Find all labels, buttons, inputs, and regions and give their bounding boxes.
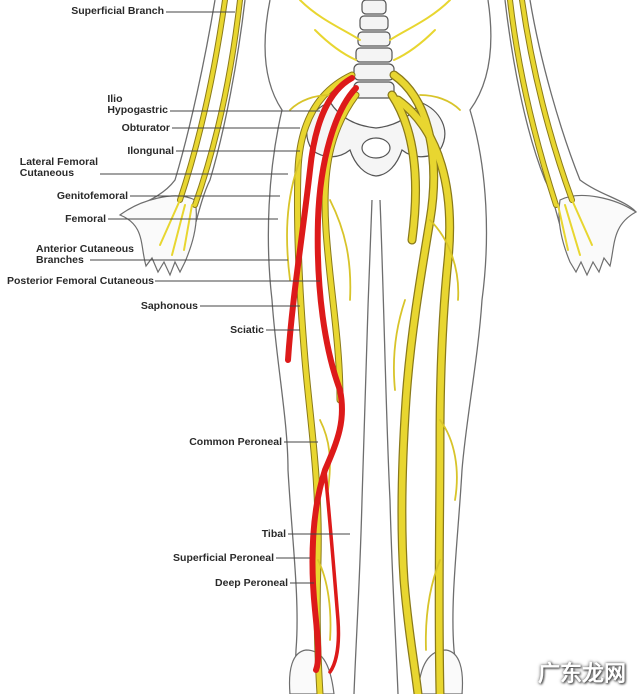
spine <box>353 0 395 99</box>
nerve-network <box>159 0 593 694</box>
label-saphenous: Saphonous <box>140 300 198 312</box>
leader-lines <box>90 11 350 584</box>
watermark: 广东龙网 <box>537 662 626 687</box>
label-common-peroneal: Common Peroneal <box>189 436 282 448</box>
label-lateral-femoral-cutaneous: Lateral Femoral Cutaneous <box>20 157 98 179</box>
label-superficial-branch: Superficial Branch <box>71 5 164 17</box>
label-anterior-cutaneous-branches: Anterior Cutaneous Branches <box>36 244 134 266</box>
label-tibial: Tibal <box>261 528 286 540</box>
label-ilioinguinal: Ilongunal <box>127 145 174 157</box>
label-genitofemoral: Genitofemoral <box>56 190 128 202</box>
label-lfc-line2: Cutaneous <box>19 167 75 179</box>
label-femoral: Femoral <box>65 213 106 225</box>
right-hand <box>558 194 638 277</box>
label-lfc-line1: Lateral Femoral <box>19 156 98 168</box>
sciatic-nerve-highlight <box>285 75 359 674</box>
label-obturator: Obturator <box>121 122 170 134</box>
label-ilio-line2: Hypogastric <box>107 104 168 116</box>
label-acb-line1: Anterior Cutaneous <box>35 243 134 255</box>
label-ilio-hypogastric: Ilio Hypogastric <box>107 94 168 116</box>
label-posterior-femoral-cutaneous: Posterior Femoral Cutaneous <box>6 275 154 287</box>
left-hand <box>118 195 197 277</box>
body-outline <box>119 0 637 694</box>
label-ilio-line1: Ilio <box>107 93 123 105</box>
label-acb-line2: Branches <box>35 254 84 266</box>
label-superficial-peroneal: Superficial Peroneal <box>173 552 274 564</box>
label-sciatic: Sciatic <box>230 324 264 336</box>
label-deep-peroneal: Deep Peroneal <box>215 577 288 589</box>
